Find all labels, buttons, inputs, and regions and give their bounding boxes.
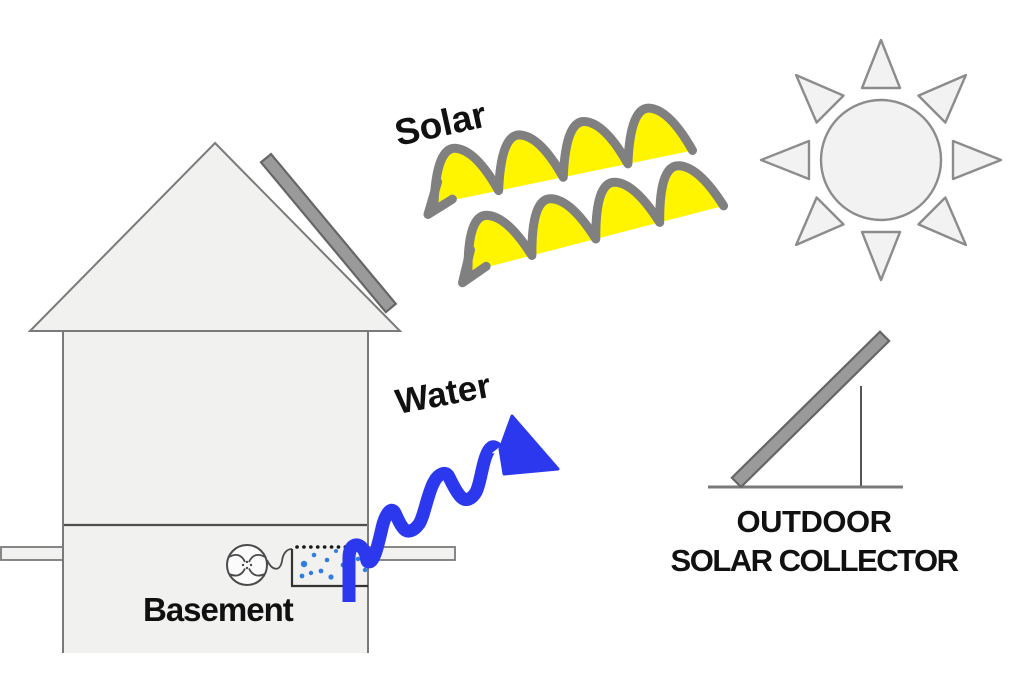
labels: Solar Water Basement OUTDOOR SOLAR COLLE… xyxy=(143,94,960,628)
water-flow-arrow xyxy=(342,414,560,602)
collector-label-line2: SOLAR COLLECTOR xyxy=(671,543,959,578)
fan-housing xyxy=(226,544,268,586)
ray-arrowhead xyxy=(458,245,491,288)
fan-pump-icon xyxy=(226,544,268,586)
water-wave-line xyxy=(342,440,503,602)
water-arrowhead xyxy=(498,414,560,476)
fan-tank-connector xyxy=(266,548,293,570)
basement-label: Basement xyxy=(143,591,294,628)
solar-ray-arrow-2 xyxy=(458,161,729,288)
sun-rays xyxy=(759,38,1003,282)
collector-label-line1: OUTDOOR xyxy=(737,504,892,539)
solar-ray-arrow-1 xyxy=(423,103,698,219)
left-pipe xyxy=(0,546,64,561)
ray-wave-line xyxy=(463,161,729,277)
fan-hub-dots xyxy=(241,560,253,570)
solar-label: Solar xyxy=(391,94,490,154)
ray-arrowhead xyxy=(423,177,457,219)
house-walls xyxy=(62,331,369,653)
house-roof xyxy=(27,141,403,332)
house xyxy=(0,141,456,653)
fan-blades xyxy=(228,553,266,577)
collector-panel xyxy=(730,330,891,489)
sun-icon xyxy=(759,38,1003,282)
ray-wave-line xyxy=(429,103,698,209)
roof-solar-panel xyxy=(259,152,398,314)
outdoor-solar-collector-icon xyxy=(708,330,903,489)
house-body xyxy=(63,331,368,653)
water-label: Water xyxy=(392,366,494,422)
sun-disc xyxy=(819,98,943,222)
